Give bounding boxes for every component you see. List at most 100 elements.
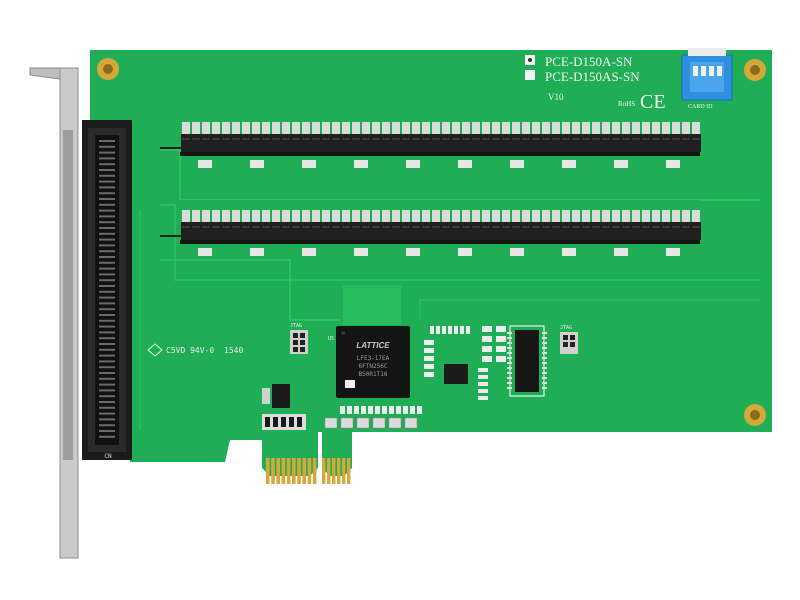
connector-pin: [99, 377, 115, 380]
relay-body: [431, 134, 441, 152]
opto-cap: [282, 122, 290, 134]
smd-resistor: [302, 160, 316, 168]
relay-body: [441, 222, 451, 240]
connector-pin: [99, 261, 115, 264]
relay-body: [241, 134, 251, 152]
opto-cap: [292, 122, 300, 134]
relay-body: [631, 222, 641, 240]
relay-body: [381, 222, 391, 240]
opto-cap: [252, 210, 260, 222]
connector-pin: [99, 406, 115, 409]
smd-resistor: [614, 160, 628, 168]
connector-pin: [99, 372, 115, 374]
opto-cap: [462, 122, 470, 134]
small-components: [262, 326, 506, 430]
connector-pin: [99, 395, 115, 398]
connector-pin: [99, 215, 115, 218]
opto-cap: [662, 122, 670, 134]
opto-cap: [202, 210, 210, 222]
relay-body: [261, 134, 271, 152]
opto-cap: [412, 122, 420, 134]
relay-body: [421, 134, 431, 152]
relay-body: [431, 222, 441, 240]
relay-body: [411, 222, 421, 240]
card-id-dip-switch: CARD ID: [681, 48, 733, 110]
connector-pin: [99, 435, 115, 438]
chip-brand: LATTICE: [356, 341, 390, 350]
relay-body: [351, 222, 361, 240]
connector-pin: [99, 319, 115, 322]
opto-cap: [362, 210, 370, 222]
opto-cap: [442, 210, 450, 222]
connector-pin: [99, 221, 115, 224]
gold-finger: [286, 458, 291, 484]
opto-cap: [322, 210, 330, 222]
opto-cap: [552, 210, 560, 222]
chip-line-3: BS0R1T16: [359, 371, 388, 378]
opto-cap: [452, 210, 460, 222]
connector-pin: [99, 343, 115, 345]
opto-cap: [372, 122, 380, 134]
relay-body: [331, 134, 341, 152]
opto-cap: [532, 122, 540, 134]
opto-cap: [392, 122, 400, 134]
relay-body: [251, 134, 261, 152]
opto-cap: [402, 122, 410, 134]
connector-label: CN: [104, 453, 112, 460]
opto-cap: [452, 122, 460, 134]
relay-body: [581, 222, 591, 240]
relay-body: [231, 134, 241, 152]
opto-cap: [292, 210, 300, 222]
relay-body: [451, 134, 461, 152]
relay-body: [221, 222, 231, 240]
gold-finger: [312, 458, 317, 484]
relay-body: [651, 222, 661, 240]
opto-cap: [522, 122, 530, 134]
opto-cap: [502, 210, 510, 222]
ic-socket: [507, 325, 547, 397]
opto-cap: [232, 210, 240, 222]
smd-resistor: [510, 160, 524, 168]
opto-cap: [682, 210, 690, 222]
opto-cap: [262, 122, 270, 134]
relay-body: [641, 222, 651, 240]
connector-pin: [99, 256, 115, 258]
opto-cap: [262, 210, 270, 222]
opto-cap: [502, 122, 510, 134]
relay-body: [571, 222, 581, 240]
opto-cap: [352, 210, 360, 222]
relay-body: [621, 134, 631, 152]
relay-body: [361, 222, 371, 240]
gold-finger: [332, 458, 336, 484]
opto-cap: [462, 210, 470, 222]
gold-finger: [322, 458, 326, 484]
connector-pin: [99, 412, 115, 415]
relay-body: [591, 134, 601, 152]
opto-cap: [492, 122, 500, 134]
connector-pin: [99, 424, 115, 427]
opto-cap: [482, 210, 490, 222]
opto-cap: [382, 210, 390, 222]
opto-cap: [642, 210, 650, 222]
smd-resistor: [406, 248, 420, 256]
opto-cap: [512, 210, 520, 222]
gold-finger: [347, 458, 351, 484]
connector-pin: [99, 418, 115, 421]
relay-body: [331, 222, 341, 240]
relay-body: [261, 222, 271, 240]
connector-pin: [99, 192, 115, 195]
opto-cap: [322, 122, 330, 134]
jtag-label-right: JTAG: [560, 325, 572, 331]
opto-cap: [382, 122, 390, 134]
connector-pin: [99, 325, 115, 328]
smd-resistor: [198, 160, 212, 168]
opto-cap: [342, 210, 350, 222]
fpga-chip: LATTICE LFE3-17EA 6FTN256C BS0R1T16 U5: [328, 326, 410, 398]
relay-body: [221, 134, 231, 152]
chip-line-2: 6FTN256C: [359, 363, 388, 370]
opto-cap: [192, 122, 200, 134]
opto-cap: [672, 210, 680, 222]
smd-resistor: [562, 160, 576, 168]
pcie-gold-fingers: [266, 458, 351, 484]
connector-pin: [99, 140, 115, 142]
